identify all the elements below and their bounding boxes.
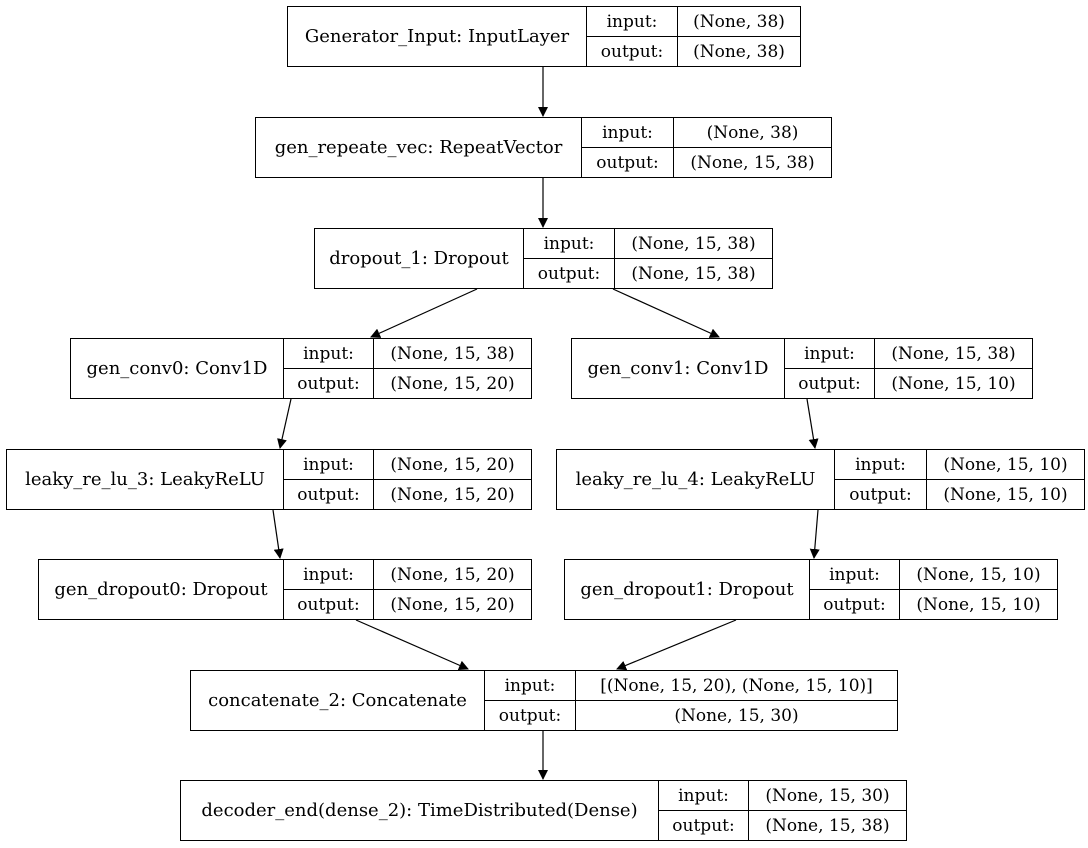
output-row: output: (None, 15, 10)	[785, 368, 1032, 398]
output-label: output:	[582, 148, 674, 177]
output-row: output: (None, 15, 38)	[582, 147, 831, 177]
input-row: input: (None, 15, 10)	[810, 560, 1057, 589]
input-row: input: (None, 15, 20)	[284, 560, 531, 589]
output-label: output:	[284, 369, 374, 398]
output-row: output: (None, 15, 20)	[284, 479, 531, 509]
output-row: output: (None, 15, 20)	[284, 589, 531, 619]
input-shape: (None, 15, 10)	[916, 564, 1041, 585]
edge-gen-conv1-to-leaky-4	[806, 398, 819, 449]
input-label: input:	[284, 560, 374, 589]
edge-gen-dropout1-to-concat-2	[616, 619, 737, 671]
output-shape: (None, 38)	[693, 41, 785, 62]
input-row: input: (None, 38)	[582, 118, 831, 147]
input-row: input: (None, 15, 38)	[785, 339, 1032, 368]
layer-name: concatenate_2: Concatenate	[191, 671, 485, 730]
layer-name: leaky_re_lu_3: LeakyReLU	[7, 450, 284, 509]
layer-name: gen_repeate_vec: RepeatVector	[256, 118, 582, 177]
layer-name: decoder_end(dense_2): TimeDistributed(De…	[181, 781, 659, 840]
input-label: input:	[582, 118, 674, 147]
input-label: input:	[284, 339, 374, 368]
layer-name: gen_dropout1: Dropout	[565, 560, 810, 619]
input-row: input: [(None, 15, 20), (None, 15, 10)]	[485, 671, 897, 700]
output-label: output:	[284, 480, 374, 509]
output-label: output:	[587, 37, 678, 66]
output-shape: (None, 15, 38)	[690, 152, 815, 173]
input-row: input: (None, 15, 10)	[835, 450, 1084, 479]
output-row: output: (None, 38)	[587, 36, 800, 66]
edge-gen-conv0-to-leaky-3	[277, 398, 292, 449]
input-label: input:	[587, 7, 678, 36]
input-row: input: (None, 15, 38)	[284, 339, 531, 368]
layer-name: gen_dropout0: Dropout	[39, 560, 284, 619]
layer-name: gen_conv1: Conv1D	[572, 339, 785, 398]
output-shape: (None, 15, 30)	[674, 705, 799, 726]
input-shape: (None, 38)	[693, 11, 785, 32]
input-label: input:	[485, 671, 576, 700]
input-row: input: (None, 15, 30)	[659, 781, 906, 810]
edge-leaky-3-to-gen-dropout0	[272, 509, 284, 559]
output-label: output:	[810, 590, 900, 619]
input-label: input:	[785, 339, 875, 368]
output-row: output: (None, 15, 10)	[835, 479, 1084, 509]
input-row: input: (None, 15, 20)	[284, 450, 531, 479]
output-label: output:	[835, 480, 927, 509]
output-label: output:	[284, 590, 374, 619]
output-row: output: (None, 15, 38)	[659, 810, 906, 840]
input-shape: (None, 15, 38)	[390, 343, 515, 364]
input-label: input:	[284, 450, 374, 479]
output-row: output: (None, 15, 10)	[810, 589, 1057, 619]
output-row: output: (None, 15, 30)	[485, 700, 897, 730]
input-shape: (None, 15, 38)	[631, 233, 756, 254]
output-label: output:	[659, 811, 749, 840]
input-row: input: (None, 38)	[587, 7, 800, 36]
output-shape: (None, 15, 10)	[916, 594, 1041, 615]
output-label: output:	[785, 369, 875, 398]
edge-leaky-4-to-gen-dropout1	[809, 509, 820, 559]
layer-name: leaky_re_lu_4: LeakyReLU	[557, 450, 835, 509]
input-shape: (None, 15, 30)	[765, 785, 890, 806]
output-label: output:	[485, 701, 576, 730]
input-shape: (None, 15, 20)	[390, 454, 515, 475]
input-label: input:	[524, 229, 615, 258]
output-label: output:	[524, 259, 615, 288]
edge-gen-dropout0-to-concat-2	[355, 619, 469, 670]
output-shape: (None, 15, 20)	[390, 484, 515, 505]
input-shape: (None, 15, 20)	[390, 564, 515, 585]
layer-node-decoder-end: decoder_end(dense_2): TimeDistributed(De…	[180, 780, 907, 841]
input-shape: [(None, 15, 20), (None, 15, 10)]	[600, 675, 873, 696]
layer-name: gen_conv0: Conv1D	[71, 339, 284, 398]
layer-name: Generator_Input: InputLayer	[288, 7, 587, 66]
layer-name: dropout_1: Dropout	[315, 229, 524, 288]
output-shape: (None, 15, 20)	[390, 594, 515, 615]
output-shape: (None, 15, 38)	[631, 263, 756, 284]
output-shape: (None, 15, 10)	[891, 373, 1016, 394]
output-row: output: (None, 15, 38)	[524, 258, 772, 288]
output-shape: (None, 15, 38)	[765, 815, 890, 836]
input-shape: (None, 38)	[706, 122, 799, 143]
input-label: input:	[810, 560, 900, 589]
output-shape: (None, 15, 20)	[390, 373, 515, 394]
input-label: input:	[659, 781, 749, 810]
input-label: input:	[835, 450, 927, 479]
edge-dropout-1-to-gen-conv0	[370, 288, 478, 338]
input-shape: (None, 15, 38)	[891, 343, 1016, 364]
output-shape: (None, 15, 10)	[943, 484, 1068, 505]
output-row: output: (None, 15, 20)	[284, 368, 531, 398]
input-row: input: (None, 15, 38)	[524, 229, 772, 258]
edge-dropout-1-to-gen-conv1	[612, 288, 720, 338]
input-shape: (None, 15, 10)	[943, 454, 1068, 475]
